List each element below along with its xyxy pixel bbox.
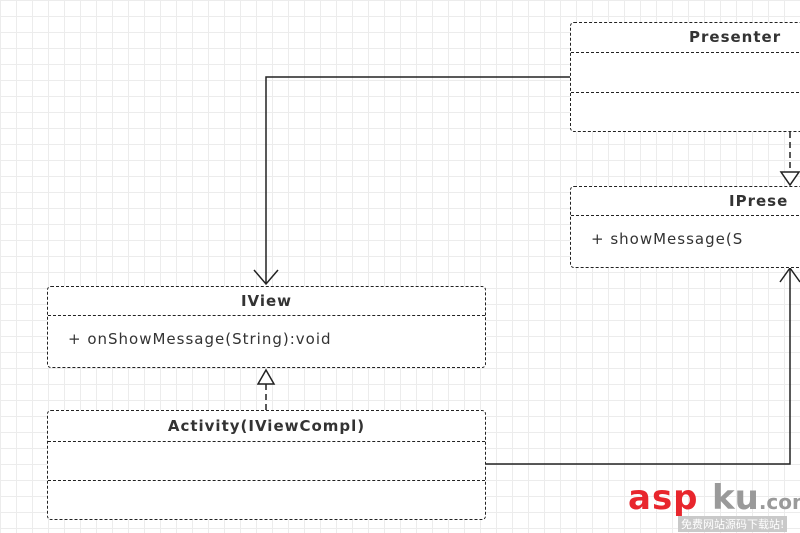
ipresenter-arrowhead	[779, 266, 800, 283]
ipresenter-method-show-message: + showMessage(S	[591, 230, 744, 248]
watermark-brand-main: asp	[628, 478, 699, 518]
class-presenter[interactable]: Presenter	[570, 22, 800, 132]
class-activity[interactable]: Activity(IViewCompl)	[47, 410, 486, 520]
class-presenter-methods	[571, 92, 800, 130]
class-presenter-attributes	[571, 52, 800, 92]
ipresenter-realization-triangle	[779, 171, 800, 187]
activity-to-ipresenter-association	[486, 268, 791, 465]
iview-arrowhead	[253, 269, 279, 286]
class-ipresenter[interactable]: IPrese + showMessage(S	[570, 186, 800, 268]
watermark-brand-domain: .com	[758, 490, 800, 514]
site-watermark: asp ku.com 免费网站源码下载站!	[628, 478, 800, 532]
presenter-to-iview-association	[265, 76, 571, 284]
class-ipresenter-title: IPrese	[729, 192, 789, 210]
class-presenter-title: Presenter	[689, 28, 782, 46]
watermark-tagline: 免费网站源码下载站!	[678, 516, 788, 532]
class-iview-title: IView	[240, 292, 293, 310]
iview-realization-triangle	[256, 368, 276, 385]
class-activity-methods	[48, 480, 485, 518]
watermark-brand-suffix: ku.com	[712, 478, 800, 518]
class-iview-methods: + onShowMessage(String):void	[48, 315, 485, 366]
iview-method-on-show-message: + onShowMessage(String):void	[68, 330, 332, 348]
class-activity-title: Activity(IViewCompl)	[167, 417, 366, 435]
class-ipresenter-methods: + showMessage(S	[571, 215, 800, 266]
class-activity-attributes	[48, 441, 485, 480]
class-iview[interactable]: IView + onShowMessage(String):void	[47, 286, 486, 368]
watermark-brand-ku: ku	[712, 478, 759, 518]
